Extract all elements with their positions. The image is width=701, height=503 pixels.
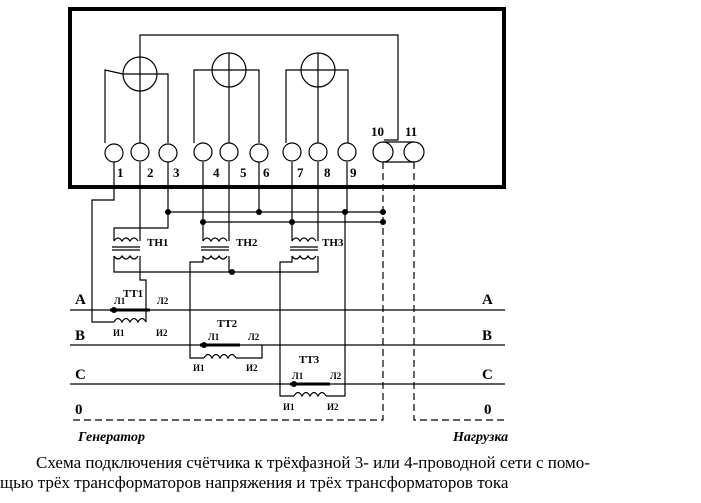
tt3-l1: Л1 [292,371,304,381]
left-label-A: A [75,292,86,308]
tt1-l2: Л2 [157,296,169,306]
tt2-l2: Л2 [248,332,260,342]
tt2-l1: Л1 [208,332,220,342]
caption-line-2: щью трёх трансформаторов напряжения и тр… [0,473,509,492]
measuring-element-1 [122,56,158,92]
terminal-1 [104,143,124,163]
tt1-i1: И1 [113,328,125,338]
left-label-C: C [75,367,86,383]
tn1-label: ТН1 [147,237,168,249]
generator-label: Генератор [77,430,145,445]
tt2-i1: И1 [193,363,205,373]
neutral-line-load [413,162,505,421]
terminal-7 [282,142,302,162]
terminal-11 [403,141,425,163]
terminal-8-label: 8 [324,165,331,180]
right-label-B: B [482,328,492,344]
tt1-label: ТТ1 [123,288,143,300]
terminal-4-label: 4 [213,165,220,180]
tt1-i2: И2 [156,328,168,338]
terminal-4 [193,142,213,162]
terminal-9 [337,142,357,162]
voltage-transformer-1 [112,237,140,260]
tn2-label: ТН2 [236,237,258,249]
figure-caption: Схема подключения счётчика к трёхфазной … [0,453,701,493]
terminal-1-label: 1 [117,165,124,180]
meter-housing [68,7,506,189]
tt2-label: ТТ2 [217,318,238,330]
right-label-0: 0 [484,402,492,418]
left-label-0: 0 [75,402,83,418]
meter-wiring-diagram: 1 2 3 4 5 6 7 8 9 10 11 ТН1 ТН2 ТН3 ТТ1 … [68,7,508,445]
left-label-B: B [75,328,85,344]
terminal-8 [308,142,328,162]
right-label-A: A [482,292,493,308]
terminal-5-label: 5 [240,165,247,180]
tt3-l2: Л2 [330,371,342,381]
terminal-7-label: 7 [297,165,304,180]
tt1-l1: Л1 [114,296,126,306]
terminal-3-label: 3 [173,165,180,180]
junction-dots [111,209,386,387]
right-label-C: C [482,367,493,383]
terminal-2-label: 2 [147,165,154,180]
tt2-i2: И2 [246,363,258,373]
tt3-i2: И2 [327,402,339,412]
tn3-label: ТН3 [322,237,344,249]
voltage-transformer-3 [290,237,318,260]
measuring-element-2 [211,52,247,88]
terminal-6 [249,143,269,163]
tt3-i1: И1 [283,402,295,412]
tt3-label: ТТ3 [299,354,320,366]
terminal-5 [219,142,239,162]
terminal-11-label: 11 [405,124,417,139]
terminal-3 [158,143,178,163]
terminal-10-label: 10 [371,124,384,139]
terminal-10 [372,141,394,163]
terminal-2 [130,142,150,162]
caption-line-1: Схема подключения счётчика к трёхфазной … [36,453,590,472]
neutral-line-generator [72,162,384,421]
terminal-6-label: 6 [263,165,270,180]
measuring-element-3 [300,52,336,88]
voltage-transformer-2 [201,237,229,260]
terminal-9-label: 9 [350,165,357,180]
load-label: Нагрузка [452,430,508,445]
